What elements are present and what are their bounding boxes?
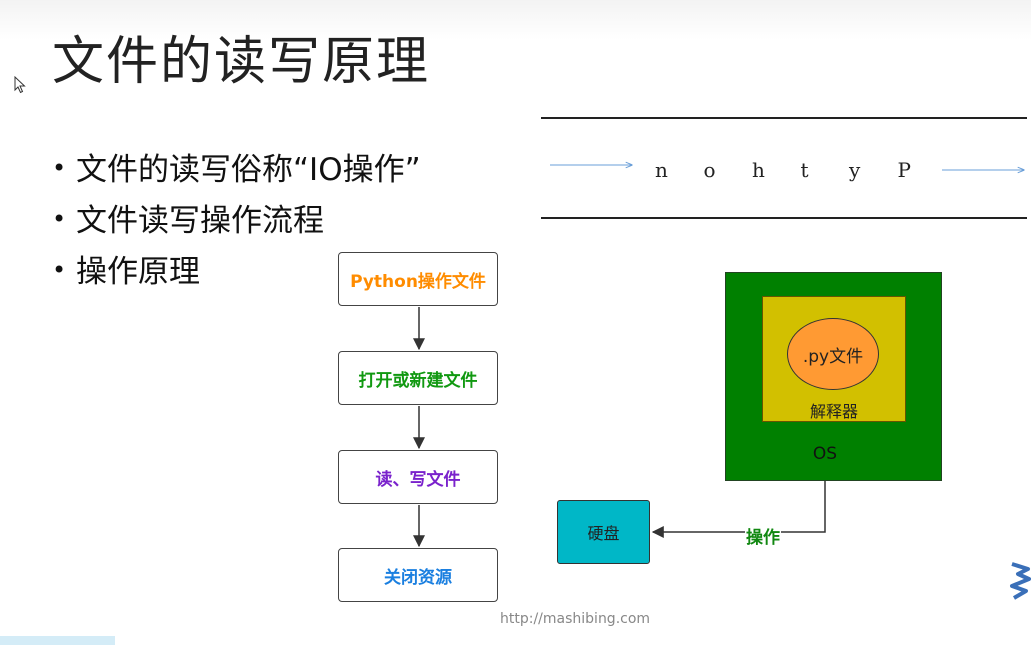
flow-step-label: 打开或新建文件 [358, 370, 478, 391]
bullet-list: •文件的读写俗称“IO操作” •文件读写操作流程 •操作原理 [52, 143, 421, 296]
bullet-item: •文件的读写俗称“IO操作” [52, 152, 421, 188]
disk-box: 硬盘 [557, 500, 650, 564]
flow-step-label: Python操作文件 [350, 271, 486, 292]
flow-step-label: 读、写文件 [375, 469, 461, 490]
tape-char: P [897, 158, 911, 182]
operation-label: 操作 [745, 523, 781, 548]
cursor-arrow-icon [14, 76, 26, 94]
flow-step-open-file: 打开或新建文件 [338, 351, 498, 405]
disk-label: 硬盘 [587, 524, 620, 543]
bottom-strip [0, 636, 115, 645]
py-file-ellipse: .py文件 [787, 318, 879, 390]
interpreter-label: 解释器 [809, 402, 858, 421]
py-file-label: .py文件 [802, 346, 864, 367]
logo-icon [1010, 562, 1031, 600]
flow-step-label: 关闭资源 [384, 567, 452, 588]
tape-char: n [655, 158, 668, 182]
slide-title: 文件的读写原理 [52, 32, 431, 92]
flow-step-close-resource: 关闭资源 [338, 548, 498, 602]
flow-step-read-write: 读、写文件 [338, 450, 498, 504]
tape-char: y [849, 158, 861, 182]
bullet-text: 操作原理 [76, 254, 200, 290]
tape-char: t [800, 158, 809, 182]
footer-url: http://mashibing.com [500, 611, 651, 627]
bullet-item: •操作原理 [52, 254, 200, 290]
bullet-text: 文件的读写俗称“IO操作” [76, 152, 421, 188]
bullet-item: •文件读写操作流程 [52, 203, 324, 239]
data-tape [541, 117, 1027, 219]
tape-char: h [752, 158, 765, 182]
flow-step-python-operate-file: Python操作文件 [338, 252, 498, 306]
bullet-text: 文件读写操作流程 [76, 203, 324, 239]
os-to-disk-arrow [651, 481, 826, 538]
os-label: OS [812, 444, 838, 464]
tape-char: o [703, 158, 716, 182]
